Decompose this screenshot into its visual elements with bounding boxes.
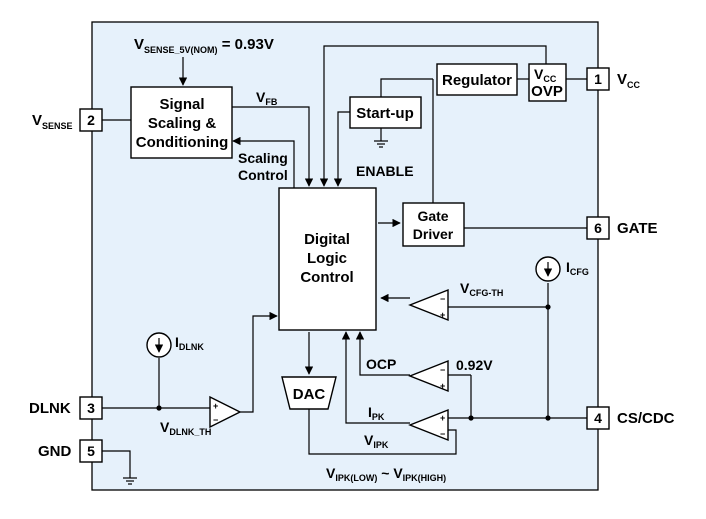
icfg-label: ICFG [566, 259, 589, 277]
pin-name-cs-cdc: CS/CDC [617, 410, 675, 427]
signal-block-line-2: Scaling & [148, 115, 217, 132]
enable-label: ENABLE [356, 163, 414, 179]
dac-label: DAC [293, 386, 326, 403]
ocp-comparator [408, 359, 449, 393]
startup-block [349, 96, 422, 129]
ipk-comparator [408, 408, 449, 442]
scaling-control-line-2: Control [238, 167, 288, 183]
digital-block-line-3: Control [300, 269, 353, 286]
pin-box-6 [586, 216, 610, 240]
pin-number-3: 3 [87, 400, 95, 416]
ocp-ref-label: 0.92V [456, 357, 493, 373]
svg-text:+: + [440, 381, 445, 391]
svg-text:−: − [440, 294, 445, 304]
regulator-block [436, 63, 518, 96]
cfg-comparator [408, 288, 449, 322]
pin-box-5 [79, 439, 103, 463]
vdlnk-th-label: VDLNK_TH [160, 419, 211, 437]
pin-number-6: 6 [594, 220, 602, 236]
vcfg-th-label: VCFG-TH [460, 280, 503, 298]
digital-logic-block [278, 187, 377, 331]
ipk-label: IPK [368, 404, 385, 422]
ovp-label: OVP [531, 83, 563, 100]
pin-box-4 [586, 406, 610, 430]
pin-name-vcc: VCC [617, 71, 641, 90]
pin-number-2: 2 [87, 112, 95, 128]
vfb-label: VFB [256, 89, 278, 107]
pin-box-1 [586, 67, 610, 91]
pin-name-gate: GATE [617, 220, 658, 237]
scaling-control-line-1: Scaling [238, 150, 288, 166]
svg-text:−: − [213, 415, 218, 425]
idlnk-label: IDLNK [175, 334, 204, 352]
signal-block-line-3: Conditioning [136, 134, 228, 151]
signal-block-line-1: Signal [159, 96, 204, 113]
pin-name-gnd: GND [38, 443, 72, 460]
ocp-label: OCP [366, 356, 396, 372]
pin-box-3 [79, 396, 103, 420]
pin-name-dlnk: DLNK [29, 400, 71, 417]
pin-name-vsense: VSENSE [32, 112, 73, 131]
dac-block [281, 376, 337, 410]
pin-box-2 [79, 108, 103, 132]
gate-driver-block [402, 202, 465, 247]
signal-scaling-block [130, 86, 233, 159]
dlnk-comparator [209, 395, 242, 429]
svg-text:−: − [440, 365, 445, 375]
ovp-block [528, 63, 567, 102]
startup-label: Start-up [356, 105, 414, 122]
icfg-current-source [535, 256, 561, 282]
vsense-nominal-label: VSENSE_5V(NOM) = 0.93V [134, 36, 274, 55]
digital-block-line-1: Digital [304, 231, 350, 248]
svg-text:−: − [440, 429, 445, 439]
svg-text:+: + [440, 413, 445, 423]
svg-text:+: + [213, 401, 218, 411]
pin-number-1: 1 [594, 71, 602, 87]
vipk-label: VIPK [364, 432, 389, 450]
ovp-vcc-label: VCC [534, 66, 557, 84]
idlnk-current-source [146, 332, 172, 358]
regulator-label: Regulator [442, 72, 512, 89]
svg-text:+: + [440, 310, 445, 320]
vipk-range-label: VIPK(LOW) ~ VIPK(HIGH) [326, 465, 446, 483]
pin-number-5: 5 [87, 443, 95, 459]
gate-driver-line-2: Driver [413, 226, 454, 242]
pin-number-4: 4 [594, 410, 602, 426]
digital-block-line-2: Logic [307, 250, 347, 267]
gate-driver-line-1: Gate [417, 208, 448, 224]
